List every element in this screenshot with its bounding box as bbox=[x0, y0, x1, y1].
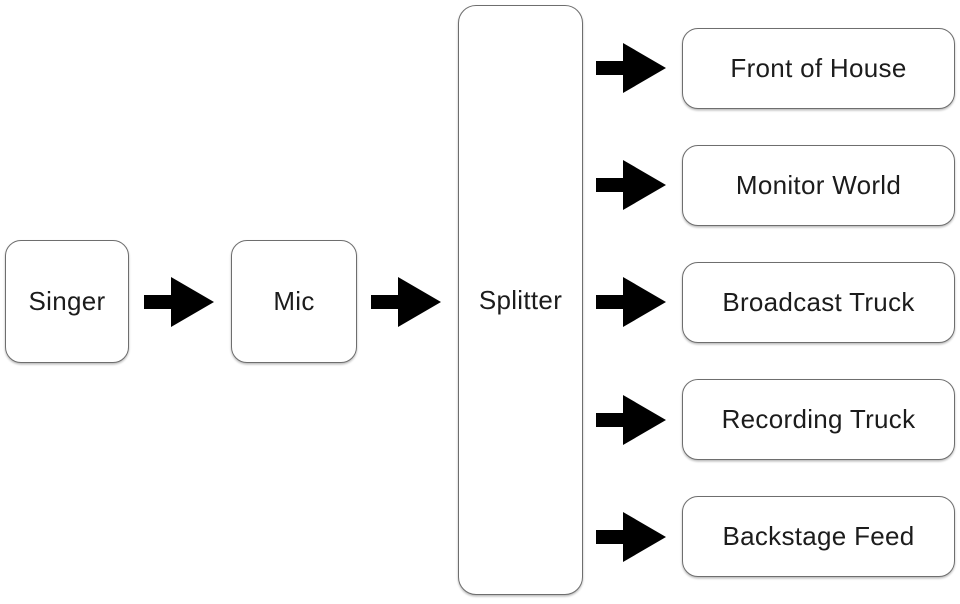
node-backstage-feed: Backstage Feed bbox=[682, 496, 955, 577]
node-singer: Singer bbox=[5, 240, 129, 363]
node-monitor-world: Monitor World bbox=[682, 145, 955, 226]
arrow-right-icon bbox=[144, 274, 214, 330]
arrow-right-icon bbox=[596, 392, 666, 448]
arrow-right-icon bbox=[371, 274, 441, 330]
arrow-right-icon bbox=[596, 157, 666, 213]
node-recording-truck-label: Recording Truck bbox=[721, 404, 916, 434]
node-mic-label: Mic bbox=[273, 286, 315, 316]
arrow-right-icon bbox=[596, 40, 666, 96]
node-broadcast-truck: Broadcast Truck bbox=[682, 262, 955, 343]
node-mic: Mic bbox=[231, 240, 357, 363]
arrow-right-icon bbox=[596, 274, 666, 330]
node-splitter: Splitter bbox=[458, 5, 583, 595]
node-singer-label: Singer bbox=[28, 286, 106, 316]
node-recording-truck: Recording Truck bbox=[682, 379, 955, 460]
node-splitter-label: Splitter bbox=[478, 284, 563, 315]
node-monitor-world-label: Monitor World bbox=[735, 170, 902, 200]
node-broadcast-truck-label: Broadcast Truck bbox=[722, 287, 915, 317]
node-front-of-house: Front of House bbox=[682, 28, 955, 109]
node-front-of-house-label: Front of House bbox=[730, 53, 907, 83]
arrow-right-icon bbox=[596, 509, 666, 565]
node-backstage-feed-label: Backstage Feed bbox=[722, 521, 915, 551]
